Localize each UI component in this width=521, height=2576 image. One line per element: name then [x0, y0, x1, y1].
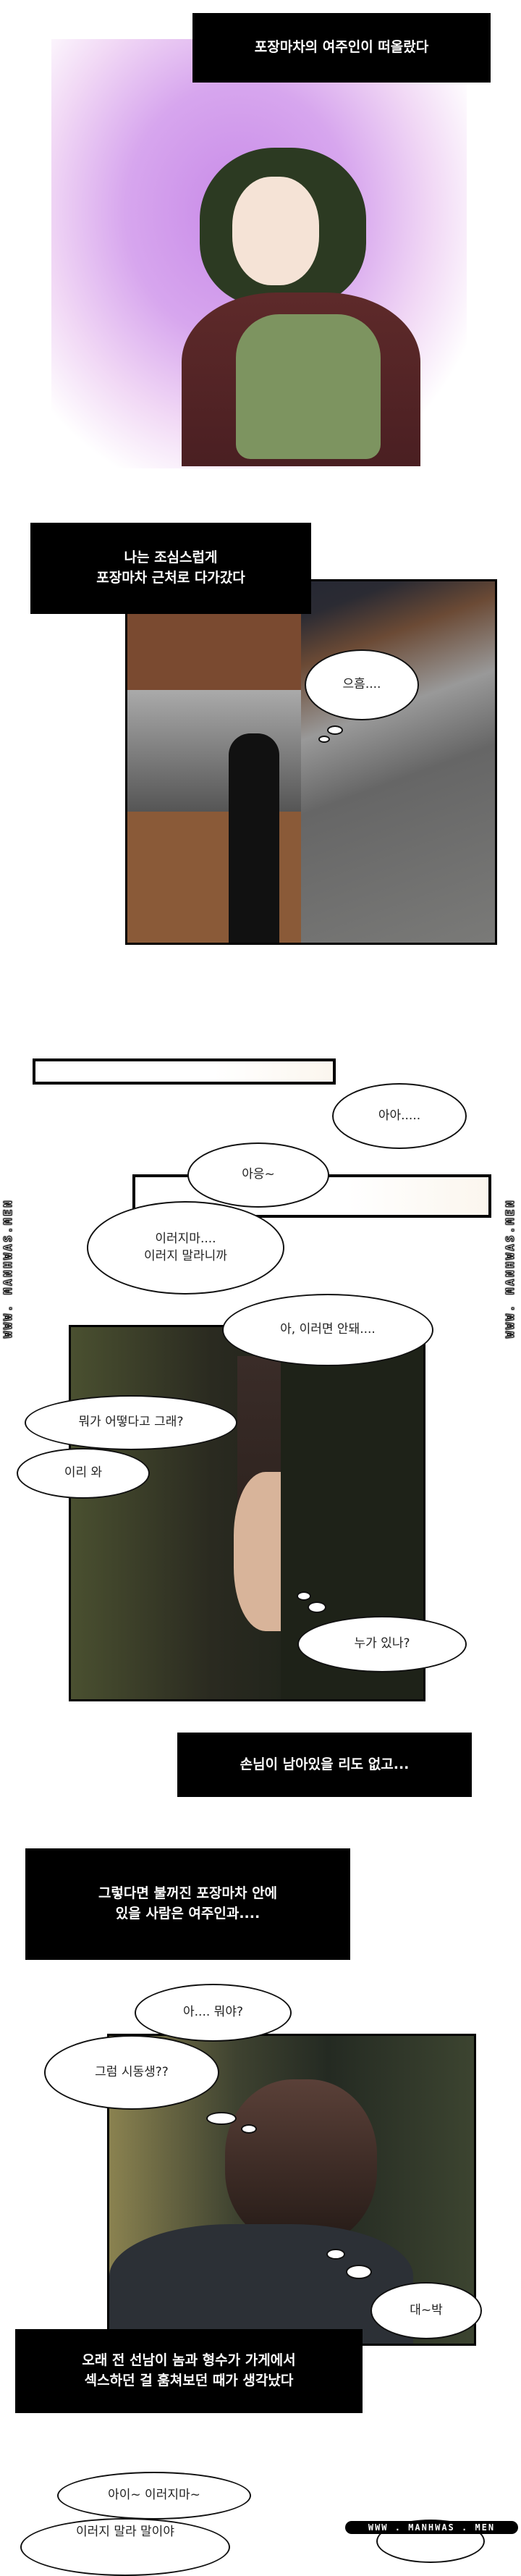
narration-caption: 포장마차의 여주인이 떠올랐다 — [192, 13, 491, 83]
thought-bubble-dot — [327, 725, 343, 735]
thought-bubble-dot — [241, 2124, 257, 2134]
watermark-right: WWW. MANHWAS.MEN — [504, 1198, 517, 1339]
speech-bubble: 아, 이러면 안돼.... — [222, 1294, 433, 1366]
empty-caption-box — [33, 1058, 336, 1085]
speech-bubble: 으흠.... — [305, 649, 419, 720]
speech-bubble: 아아..... — [332, 1083, 467, 1149]
panel-street-stall — [125, 579, 497, 945]
woman-face — [232, 177, 319, 285]
apron — [236, 314, 381, 459]
speech-bubble: 아이~ 이러지마~ — [57, 2472, 251, 2520]
thought-bubble-dot — [297, 1591, 311, 1601]
man-head — [225, 2079, 377, 2246]
speech-bubble: 누가 있나? — [297, 1616, 467, 1672]
speech-bubble: 이러지 말라 말이야 — [20, 2518, 230, 2576]
thought-bubble: 대~박 — [370, 2282, 482, 2339]
speech-bubble: 아응~ — [187, 1142, 329, 1208]
thought-bubble-dot — [326, 2249, 345, 2260]
watermark-left: WWW. MANHWAS.MEN — [1, 1198, 15, 1339]
narration-caption: 그렇다면 불꺼진 포장마차 안에 있을 사람은 여주인과.... — [25, 1848, 350, 1960]
watermark-bottom: WWW . MANHWAS . MEN — [345, 2521, 518, 2534]
speech-bubble: 그럼 시동생?? — [44, 2035, 219, 2110]
thought-bubble-dot — [318, 736, 330, 743]
thought-bubble-dot — [206, 2112, 237, 2125]
thought-bubble-dot — [308, 1601, 326, 1613]
speech-bubble: 이리 와 — [17, 1448, 150, 1499]
man-shoulders — [109, 2224, 413, 2344]
narration-caption: 손님이 남아있을 리도 없고... — [177, 1733, 472, 1797]
thought-bubble-dot — [346, 2265, 372, 2279]
man-figure — [229, 733, 279, 943]
narration-caption: 오래 전 선남이 놈과 형수가 가게에서 섹스하던 걸 훔쳐보던 때가 생각났다 — [15, 2329, 363, 2413]
speech-bubble: 이러지마.... 이러지 말라니까 — [87, 1201, 284, 1295]
speech-bubble: 뭐가 어떻다고 그래? — [25, 1395, 237, 1450]
flashback-panel-woman — [51, 39, 467, 468]
speech-bubble: 아.... 뭐야? — [135, 1984, 292, 2042]
narration-caption: 나는 조심스럽게 포장마차 근처로 다가갔다 — [30, 523, 311, 614]
